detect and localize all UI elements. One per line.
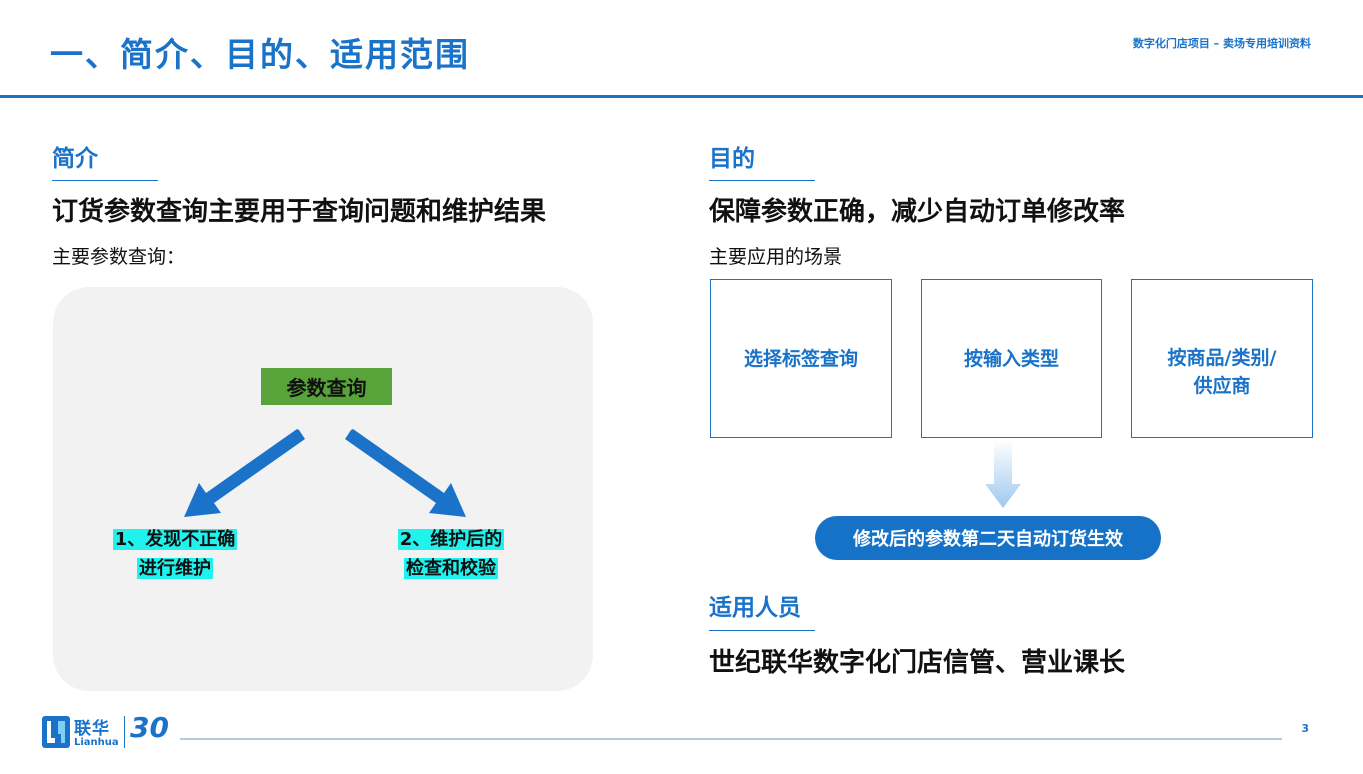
diagram-label-left: 1、发现不正确 进行维护 [112,529,238,579]
scene-box-label-query: 选择标签查询 [710,279,892,438]
arrow-down-left-icon [184,429,305,517]
scene-box-product-category-supplier: 按商品/类别/供应商 [1131,279,1313,438]
scene-box-input-type: 按输入类型 [921,279,1102,438]
arrow-down-right-icon [345,429,466,517]
header-divider [0,95,1363,98]
parameter-query-box: 参数查询 [261,368,392,405]
logo-divider [124,716,125,748]
page-number: 3 [1301,722,1309,735]
purpose-heading: 目的 [709,146,755,172]
logo-text-cn: 联华 [74,719,110,739]
intro-summary: 订货参数查询主要用于查询问题和维护结果 [52,197,547,227]
audience-heading: 适用人员 [709,595,801,621]
logo-text-en: Lianhua [74,737,119,748]
purpose-summary: 保障参数正确，减少自动订单修改率 [709,197,1126,227]
audience-summary: 世纪联华数字化门店信管、营业课长 [709,648,1126,678]
anniversary-30-logo: 30 [130,711,169,744]
lianhua-logo-icon [42,716,70,748]
intro-subheading: 主要参数查询： [52,246,186,268]
intro-heading-underline [52,180,158,181]
audience-heading-underline [709,630,815,631]
slide-title: 一、简介、目的、适用范围 [50,35,470,74]
header-note: 数字化门店项目 – 卖场专用培训资料 [1132,37,1311,50]
parameter-query-diagram [53,287,593,691]
diagram-label-right: 2、维护后的 检查和校验 [397,529,505,579]
purpose-heading-underline [709,180,815,181]
footer-line [180,738,1282,740]
arrow-down-icon [985,440,1021,508]
diagram-arrows [184,429,466,517]
intro-heading: 简介 [52,146,98,172]
result-pill: 修改后的参数第二天自动订货生效 [815,516,1161,560]
purpose-subheading: 主要应用的场景 [709,246,843,268]
